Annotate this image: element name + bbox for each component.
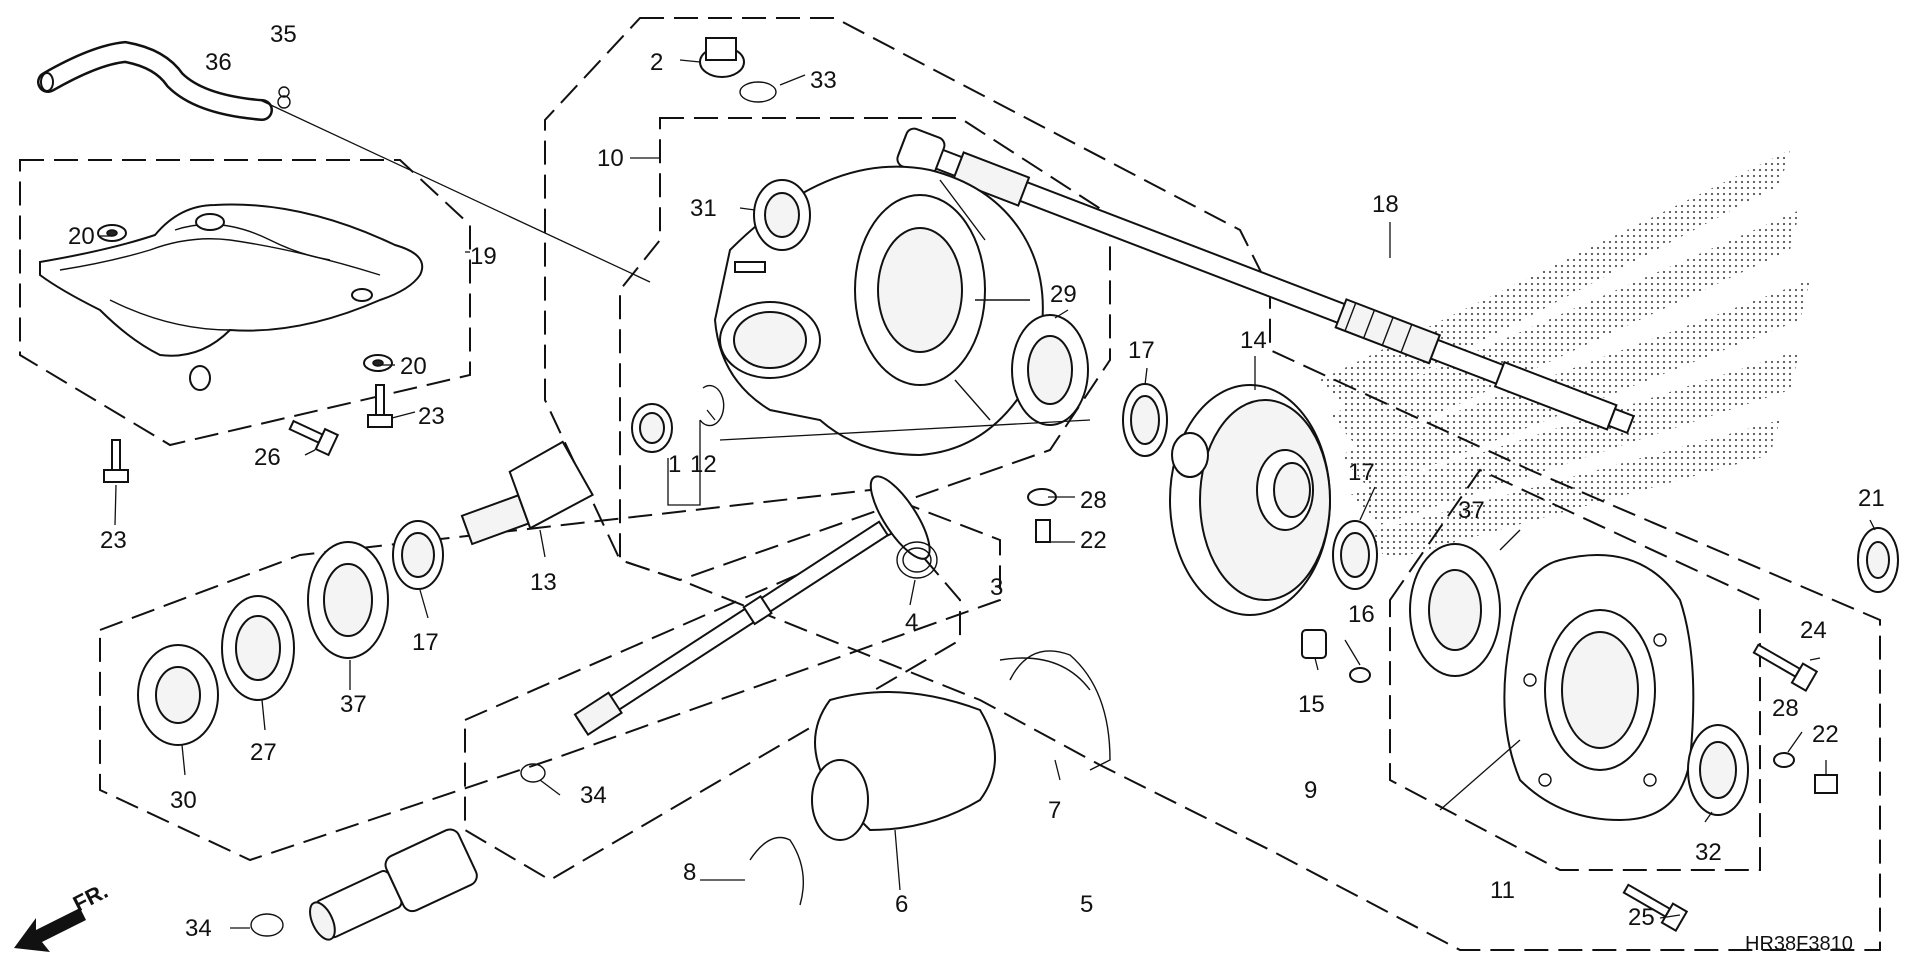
final-gear-case-group [544,17,1881,951]
callout-36: 36 [205,49,232,76]
callout-23-a: 23 [418,403,445,430]
callout-32: 32 [1695,839,1722,866]
group-borders [19,17,1881,951]
callout-20-a: 20 [68,223,95,250]
rear-axle-shaft [896,127,1635,435]
callout-33: 33 [810,67,837,94]
callout-35: 35 [270,21,297,48]
front-arrow: FR. [14,878,112,952]
callout-37-a: 37 [340,691,367,718]
callout-5: 5 [1080,891,1093,918]
skid-hardware [97,224,393,483]
callout-17-b: 17 [1348,459,1375,486]
callout-17-c: 17 [412,629,439,656]
callout-24: 24 [1800,617,1827,644]
callout-14: 14 [1240,327,1267,354]
callout-2: 2 [650,49,663,76]
callout-37-b: 37 [1458,497,1485,524]
case-small-parts [699,37,811,251]
callout-18: 18 [1372,191,1399,218]
propeller-shaft [573,475,938,737]
callout-8: 8 [683,859,696,886]
collar-and-clip [631,384,725,453]
callout-1: 1 [668,451,681,478]
callout-20-b: 20 [400,353,427,380]
cover-hardware [1027,488,1838,933]
callout-13: 13 [530,569,557,596]
boot-and-joint [250,650,1111,941]
callout-3: 3 [990,574,1003,601]
callout-27: 27 [250,739,277,766]
callout-16: 16 [1348,601,1375,628]
cover-group [1389,468,1761,871]
callout-34-b: 34 [185,915,212,942]
callout-22-a: 22 [1080,527,1107,554]
callout-29: 29 [1050,281,1077,308]
callout-9: 9 [1304,777,1317,804]
callout-26: 26 [254,444,281,471]
callout-12: 12 [690,451,717,478]
callout-21: 21 [1858,485,1885,512]
leader-lines [100,59,1876,929]
callout-28-a: 28 [1080,487,1107,514]
callout-25: 25 [1628,904,1655,931]
callout-34-a: 34 [580,782,607,809]
callout-4: 4 [905,609,918,636]
bearing-29 [1011,314,1168,457]
skid-plate-group [19,159,471,447]
case-inner-group [619,117,1111,582]
callout-30: 30 [170,787,197,814]
callout-28-b: 28 [1772,695,1799,722]
callout-6: 6 [895,891,908,918]
callout-7: 7 [1048,797,1061,824]
hose-clip [277,95,291,109]
breather-hose [37,40,291,121]
callout-31: 31 [690,195,717,222]
callout-10: 10 [597,145,624,172]
callout-17-a: 17 [1128,337,1155,364]
callout-19: 19 [470,243,497,270]
pinion-assembly [137,440,594,746]
callout-labels: 1 2 3 4 5 6 7 8 9 10 11 12 13 14 15 16 1… [68,21,1885,942]
drawing-code: HR38F3810 [1745,933,1853,955]
skid-plate [39,203,424,391]
propeller-shaft-group [99,488,1001,862]
callout-23-b: 23 [100,527,127,554]
gear-cover-assembly [1332,520,1899,822]
callout-11: 11 [1490,877,1515,904]
callout-22-b: 22 [1812,721,1839,748]
ring-gear [1169,384,1331,616]
callout-15: 15 [1298,691,1325,718]
